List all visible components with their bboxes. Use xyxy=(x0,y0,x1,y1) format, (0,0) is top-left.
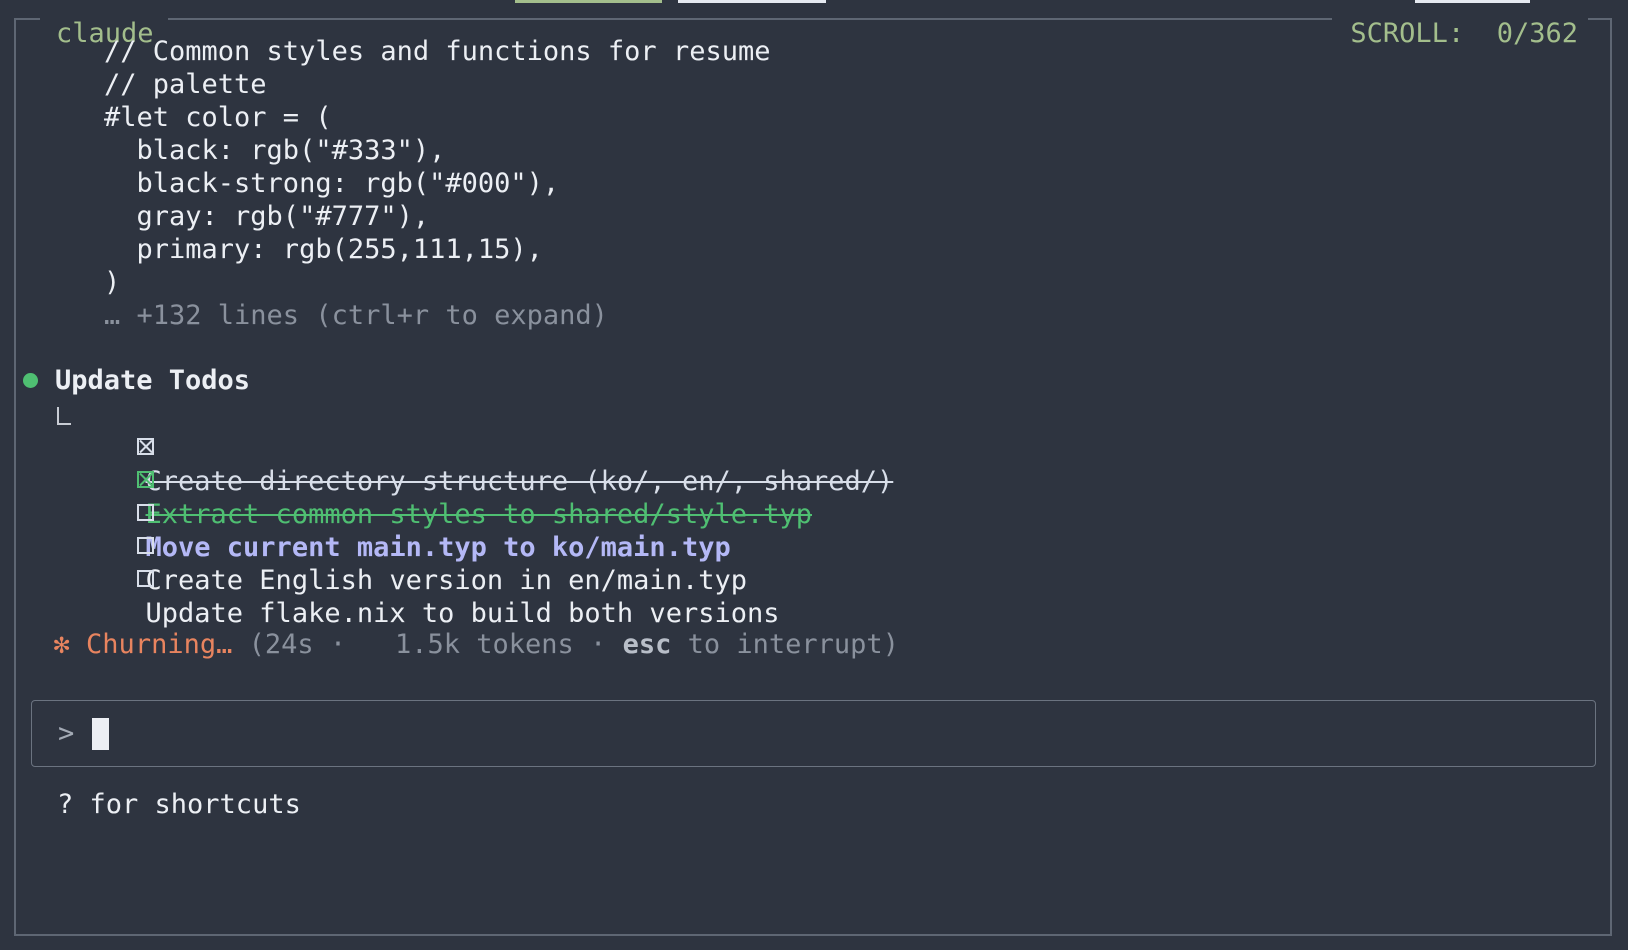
todo-item: Update flake.nix to build both versions xyxy=(104,529,779,629)
tab-indicator xyxy=(678,0,826,3)
todos-heading: Update Todos xyxy=(55,365,251,396)
todo-item: Create directory structure (ko/, en/, sh… xyxy=(104,397,893,497)
code-line: ) xyxy=(104,267,121,298)
unchecked-box-icon xyxy=(136,504,154,521)
todo-label: Create directory structure (ko/, en/, sh… xyxy=(145,466,894,497)
prompt-symbol: > xyxy=(58,718,75,749)
todo-status-dot-icon xyxy=(23,373,38,388)
code-line: // Common styles and functions for resum… xyxy=(104,36,771,67)
expand-hint[interactable]: … +132 lines (ctrl+r to expand) xyxy=(104,300,608,331)
window-title: claude xyxy=(40,17,168,51)
text-cursor xyxy=(92,718,109,750)
tab-indicator-active xyxy=(515,0,662,3)
elapsed-time: (24s xyxy=(248,629,314,660)
scroll-label: SCROLL: xyxy=(1350,18,1465,49)
code-line: primary: rgb(255,111,15), xyxy=(104,234,543,265)
interrupt-key[interactable]: esc xyxy=(622,629,672,660)
code-line: black-strong: rgb("#000"), xyxy=(104,168,560,199)
separator: · xyxy=(329,629,347,660)
code-line: gray: rgb("#777"), xyxy=(104,201,430,232)
code-line: // palette xyxy=(104,69,267,100)
todo-label: Move current main.typ to ko/main.typ xyxy=(145,532,731,563)
prompt-input[interactable]: > xyxy=(31,700,1596,767)
todo-label: Update flake.nix to build both versions xyxy=(145,598,780,629)
asterisk-icon: ✻ xyxy=(53,629,70,660)
todo-item: Create English version in en/main.typ xyxy=(104,496,747,596)
unchecked-box-icon xyxy=(136,537,154,554)
tree-branch-icon xyxy=(57,407,71,425)
token-count: 1.5k tokens xyxy=(394,629,574,660)
todo-label: Create English version in en/main.typ xyxy=(145,565,747,596)
checked-box-icon xyxy=(136,438,154,455)
code-line: #let color = ( xyxy=(104,102,332,133)
status-verb: Churning… xyxy=(86,629,233,660)
code-line: black: rgb("#333"), xyxy=(104,135,446,166)
todo-item: Extract common styles to shared/style.ty… xyxy=(104,430,812,530)
separator: · xyxy=(590,629,607,660)
scroll-position: SCROLL: 0/362 xyxy=(1332,17,1588,51)
todo-item: Move current main.typ to ko/main.typ xyxy=(104,463,731,563)
scroll-value: 0/362 xyxy=(1496,18,1578,49)
shortcuts-hint: ? for shortcuts xyxy=(57,789,301,820)
checked-box-icon xyxy=(136,471,154,488)
interrupt-label: to interrupt) xyxy=(687,629,899,660)
scroll-indicator xyxy=(1415,0,1530,3)
unchecked-box-icon xyxy=(136,570,154,587)
terminal-frame: claude SCROLL: 0/362 xyxy=(14,17,1612,936)
status-line: ✻ Churning… (24s · 1.5k tokens · esc to … xyxy=(21,594,899,660)
todo-label: Extract common styles to shared/style.ty… xyxy=(145,499,812,530)
